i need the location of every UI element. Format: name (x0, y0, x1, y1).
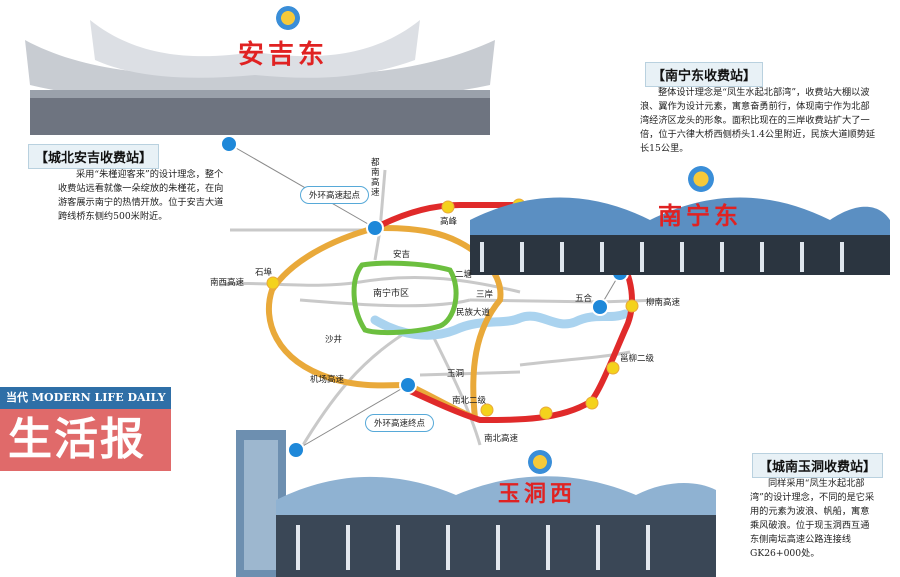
label-minzu: 民族大道 (456, 308, 491, 318)
node-gaofeng (441, 200, 455, 214)
node-e1 (625, 299, 639, 313)
node-s2 (539, 406, 553, 420)
road-yongning (519, 350, 631, 367)
anji-panel-title: 【城北安吉收费站】 (28, 144, 160, 169)
nanning-east-panel-text: 整体设计理念是“凤生水起北部湾”，收费站大棚以波浪、翼作为设计元素，寓意奋勇前行… (640, 87, 876, 154)
label-shipu: 石埠 (255, 268, 273, 278)
anji-toll-building (25, 20, 495, 135)
label-city: 南宁市区 (373, 289, 410, 299)
label-wuhe: 五合 (575, 294, 593, 304)
yudong-toll-building (236, 430, 716, 577)
yudong-panel-text: 同样采用“凤生水起北部湾”的设计理念，不同的是它采用的元素为波浪、帆船，寓意乘风… (750, 478, 875, 559)
label-sanan: 三岸 (476, 290, 494, 300)
nanbei-highway (428, 329, 482, 446)
station-yudong-dot (287, 441, 305, 459)
yudong-logo (528, 450, 552, 474)
label-nanbei: 南北高速 (484, 434, 519, 444)
yudong-sign: 玉洞西 (498, 481, 577, 507)
node-shipu (266, 276, 280, 290)
river (370, 309, 630, 340)
nanning-east-logo (688, 166, 714, 192)
outer-ring-start-label: 外环高速起点 (300, 186, 370, 204)
label-liunan: 柳南高速 (646, 298, 681, 308)
label-anji: 安吉 (393, 250, 411, 260)
brand-name: 生活报 (0, 409, 171, 471)
station-anji-dot (220, 135, 238, 153)
inner-ring (351, 260, 459, 336)
label-yongning: 邕柳二级 (620, 354, 655, 364)
outer-ring (266, 224, 504, 423)
label-nanbei-erji: 南北二级 (452, 396, 487, 406)
minzu-road (299, 298, 471, 308)
outer-ring-end-label: 外环高速终点 (365, 414, 435, 432)
nanning-east-sign: 南宁东 (658, 201, 742, 230)
label-gaofeng: 高峰 (440, 217, 458, 227)
nanxi-highway (219, 275, 521, 294)
node-e2 (606, 361, 620, 375)
newspaper-brand: 当代 MODERN LIFE DAILY 生活报 (0, 387, 171, 471)
label-erbei: 二塘 (455, 270, 473, 280)
label-yudong: 玉洞 (447, 369, 465, 379)
brand-masthead: 当代 MODERN LIFE DAILY (0, 387, 171, 409)
station-wuhe-dot (591, 298, 609, 316)
nanning-east-toll-building (470, 197, 890, 275)
nanning-east-panel-title: 【南宁东收费站】 (645, 62, 764, 87)
label-nanxi: 南西高速 (210, 278, 245, 288)
anji-sign: 安吉东 (238, 40, 329, 70)
node-s1 (585, 396, 599, 410)
yudong-panel-title: 【城南玉洞收费站】 (752, 453, 884, 478)
station-end-dot (399, 376, 417, 394)
anji-logo (276, 6, 300, 30)
node-s3 (480, 403, 494, 417)
anji-panel-text: 采用“朱槿迎客来”的设计理念，整个收费站远看就像一朵绽放的朱槿花，在向游客展示南… (58, 169, 224, 222)
label-dunan: 都南高速 (371, 158, 380, 198)
road-yudong (419, 370, 521, 377)
station-start-dot (366, 219, 384, 237)
label-jichang: 机场高速 (310, 375, 345, 385)
label-shajing: 沙井 (325, 335, 343, 345)
